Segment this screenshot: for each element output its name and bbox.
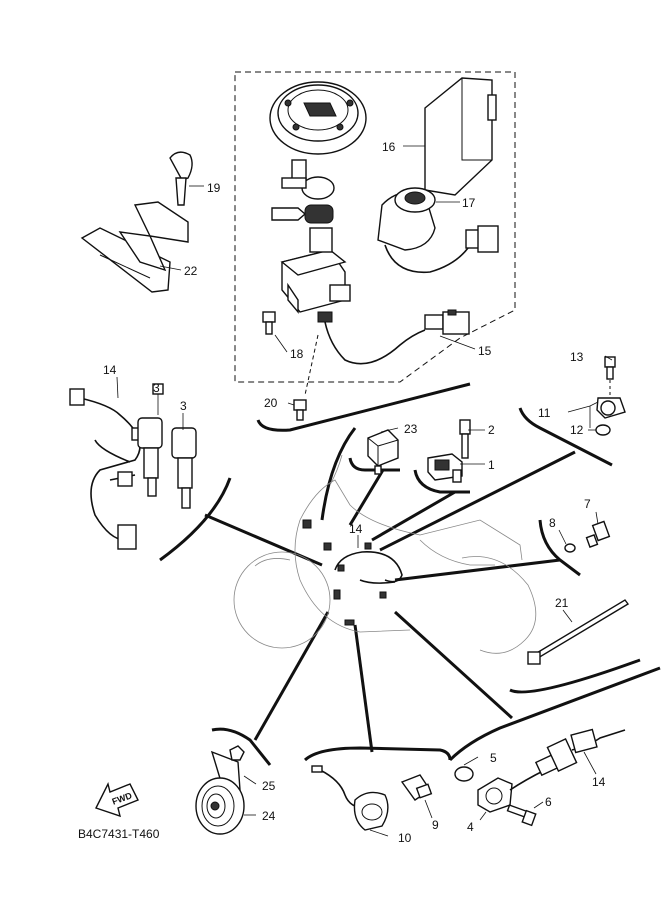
label-8: 8	[549, 516, 556, 530]
sender-7	[585, 520, 611, 548]
washer-8	[564, 543, 576, 553]
main-switch-wire	[324, 321, 426, 365]
label-19: 19	[207, 181, 221, 195]
label-6: 6	[545, 795, 552, 809]
label-2: 2	[488, 423, 495, 437]
motorcycle-outline	[233, 454, 537, 654]
sub-harness-left	[69, 383, 164, 550]
diagram-code: B4C7431-T460	[78, 827, 160, 841]
label-17: 17	[462, 196, 476, 210]
label-leaders	[116, 145, 613, 837]
bolt-6	[506, 804, 537, 827]
switch-10	[311, 765, 389, 831]
label-3-b: 3	[180, 399, 187, 413]
label-14-left: 14	[103, 363, 117, 377]
ignition-coil-a	[137, 417, 163, 497]
label-14-frame: 14	[349, 522, 363, 536]
o-ring-12	[595, 424, 611, 436]
frame-harness	[302, 519, 403, 626]
label-16: 16	[382, 140, 396, 154]
label-13: 13	[570, 350, 584, 364]
bolt-2	[459, 419, 471, 459]
sensor-4	[477, 738, 578, 813]
part-labels: 19 22 16 17 18 15 20 14 3 3 23 2 1 13 11…	[103, 140, 606, 845]
label-3-a: 3	[153, 381, 160, 395]
ignition-key	[271, 204, 334, 224]
sensor-11	[596, 397, 626, 419]
sub-harness-right	[570, 728, 626, 754]
horn	[195, 750, 245, 835]
label-10: 10	[398, 831, 412, 845]
connection-leaders	[204, 427, 576, 753]
sensor-1	[427, 453, 463, 483]
label-18: 18	[290, 347, 304, 361]
label-7: 7	[584, 497, 591, 511]
main-switch-connector	[424, 309, 470, 335]
main-switch	[280, 227, 351, 323]
label-9: 9	[432, 818, 439, 832]
label-12: 12	[570, 423, 584, 437]
label-23: 23	[404, 422, 418, 436]
label-15: 15	[478, 344, 492, 358]
relay	[367, 429, 399, 475]
holder-bracket	[80, 201, 189, 293]
label-11: 11	[538, 406, 551, 420]
screw-20	[293, 334, 319, 421]
section-brackets	[159, 382, 661, 766]
cable-tie	[527, 599, 630, 665]
label-4: 4	[467, 820, 474, 834]
immobilizer-antenna	[377, 187, 499, 274]
label-21: 21	[555, 596, 569, 610]
spare-key	[169, 151, 193, 206]
forward-arrow-icon: FWD	[95, 781, 139, 818]
label-1: 1	[488, 458, 495, 472]
label-24: 24	[262, 809, 276, 823]
o-ring-5	[454, 766, 474, 782]
ignition-coil-b	[171, 427, 197, 509]
fuel-tank-cap	[269, 81, 367, 155]
bolt-13	[604, 356, 616, 398]
sender-9	[400, 774, 433, 801]
label-5: 5	[490, 751, 497, 765]
label-25: 25	[262, 779, 276, 793]
label-22: 22	[184, 264, 198, 278]
lock-cylinder	[281, 159, 335, 200]
nut-25	[229, 745, 245, 761]
screw-18	[262, 311, 276, 335]
main-switch-kit-outline	[234, 71, 516, 383]
immobilizer-unit	[424, 77, 497, 196]
label-14-right: 14	[592, 775, 606, 789]
label-20: 20	[264, 396, 278, 410]
